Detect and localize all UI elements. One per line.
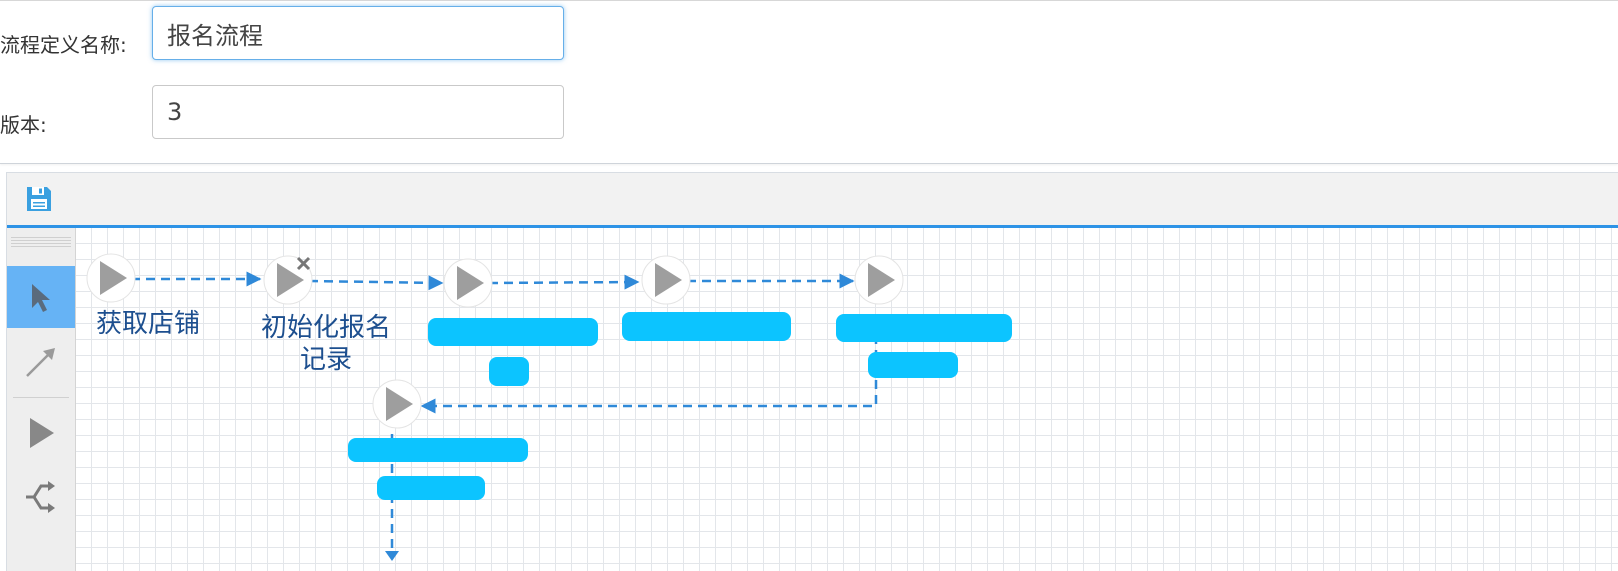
redacted-label-node-4 (622, 312, 791, 341)
flow-editor: 获取店铺 初始化报名 记录 (6, 172, 1618, 571)
palette-grip (11, 246, 71, 247)
flow-connections (86, 253, 904, 561)
pointer-arrow-icon (32, 284, 50, 312)
task-tool[interactable] (7, 401, 75, 463)
palette-grip (11, 243, 71, 244)
branch-merge-icon (26, 481, 55, 513)
connection-tool[interactable] (7, 330, 75, 392)
flow-canvas[interactable]: 获取店铺 初始化报名 记录 (76, 228, 1618, 571)
play-triangle-icon (30, 418, 54, 448)
palette-grip (11, 240, 71, 241)
task-node-4[interactable] (641, 255, 691, 305)
process-name-input[interactable] (152, 6, 564, 60)
editor-toolbar (7, 173, 1618, 228)
redacted-label-node-5 (868, 352, 958, 378)
save-button[interactable] (24, 184, 54, 214)
node-label-get-store: 获取店铺 (95, 309, 200, 339)
diagonal-arrow-icon (26, 348, 55, 377)
palette-grip (11, 237, 71, 238)
palette-divider (13, 397, 69, 398)
edge-2-3[interactable] (308, 275, 444, 291)
task-node-init-record[interactable] (263, 255, 313, 305)
version-input[interactable] (152, 85, 564, 139)
redacted-label-node-3 (489, 357, 529, 386)
edge-3-4[interactable] (488, 274, 640, 290)
select-tool[interactable] (7, 266, 75, 328)
redacted-label-node-6 (348, 438, 528, 462)
edge-6-out-arrow (385, 551, 399, 561)
version-label: 版本: (0, 113, 47, 137)
decision-tool[interactable] (7, 465, 75, 527)
floppy-disk-icon (27, 187, 51, 211)
redacted-label-node-3 (428, 318, 598, 346)
redacted-label-node-5 (836, 314, 1012, 342)
task-node-6[interactable] (372, 379, 422, 429)
task-node-3[interactable] (443, 258, 493, 308)
process-definition-form: 流程定义名称: 版本: (0, 0, 1618, 164)
close-icon[interactable] (296, 256, 311, 271)
node-label-init-record: 初始化报名 记录 (260, 313, 391, 375)
task-node-get-store[interactable] (86, 253, 136, 303)
process-name-label: 流程定义名称: (0, 33, 127, 57)
redacted-label-node-6 (377, 476, 485, 500)
task-node-5[interactable] (854, 255, 904, 305)
tool-palette (7, 228, 76, 571)
